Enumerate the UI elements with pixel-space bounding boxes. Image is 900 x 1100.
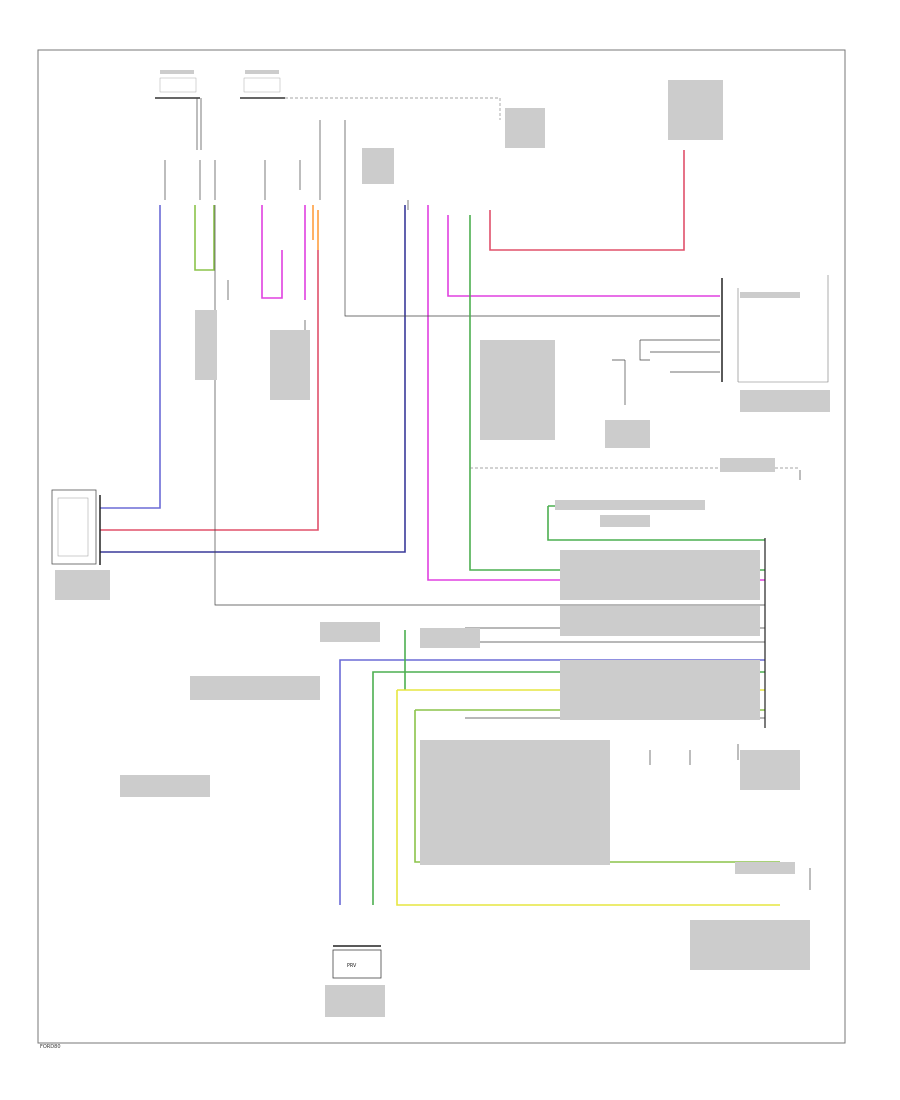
top-connector-2: [240, 77, 285, 99]
footer-label: FORD80: [40, 1044, 61, 1050]
wire-magenta-left: [261, 205, 306, 300]
bottom-sensor-label: PRV: [347, 963, 357, 969]
diagram-frame: [37, 49, 846, 1044]
left-switch: [51, 489, 101, 565]
wire-red-right: [489, 150, 685, 251]
wire-lightgreen: [194, 205, 215, 271]
wire-purple: [100, 205, 406, 553]
wire-orange: [312, 205, 319, 250]
wire-blue: [100, 205, 161, 509]
wire-top-gray: [196, 98, 202, 150]
bottom-sensor: PRV: [332, 945, 382, 979]
wire-red: [100, 250, 319, 531]
wire-magenta-main: [427, 205, 765, 581]
label-blocks: [55, 70, 830, 1017]
top-connector-1: [155, 77, 200, 99]
right-module: [639, 275, 829, 383]
